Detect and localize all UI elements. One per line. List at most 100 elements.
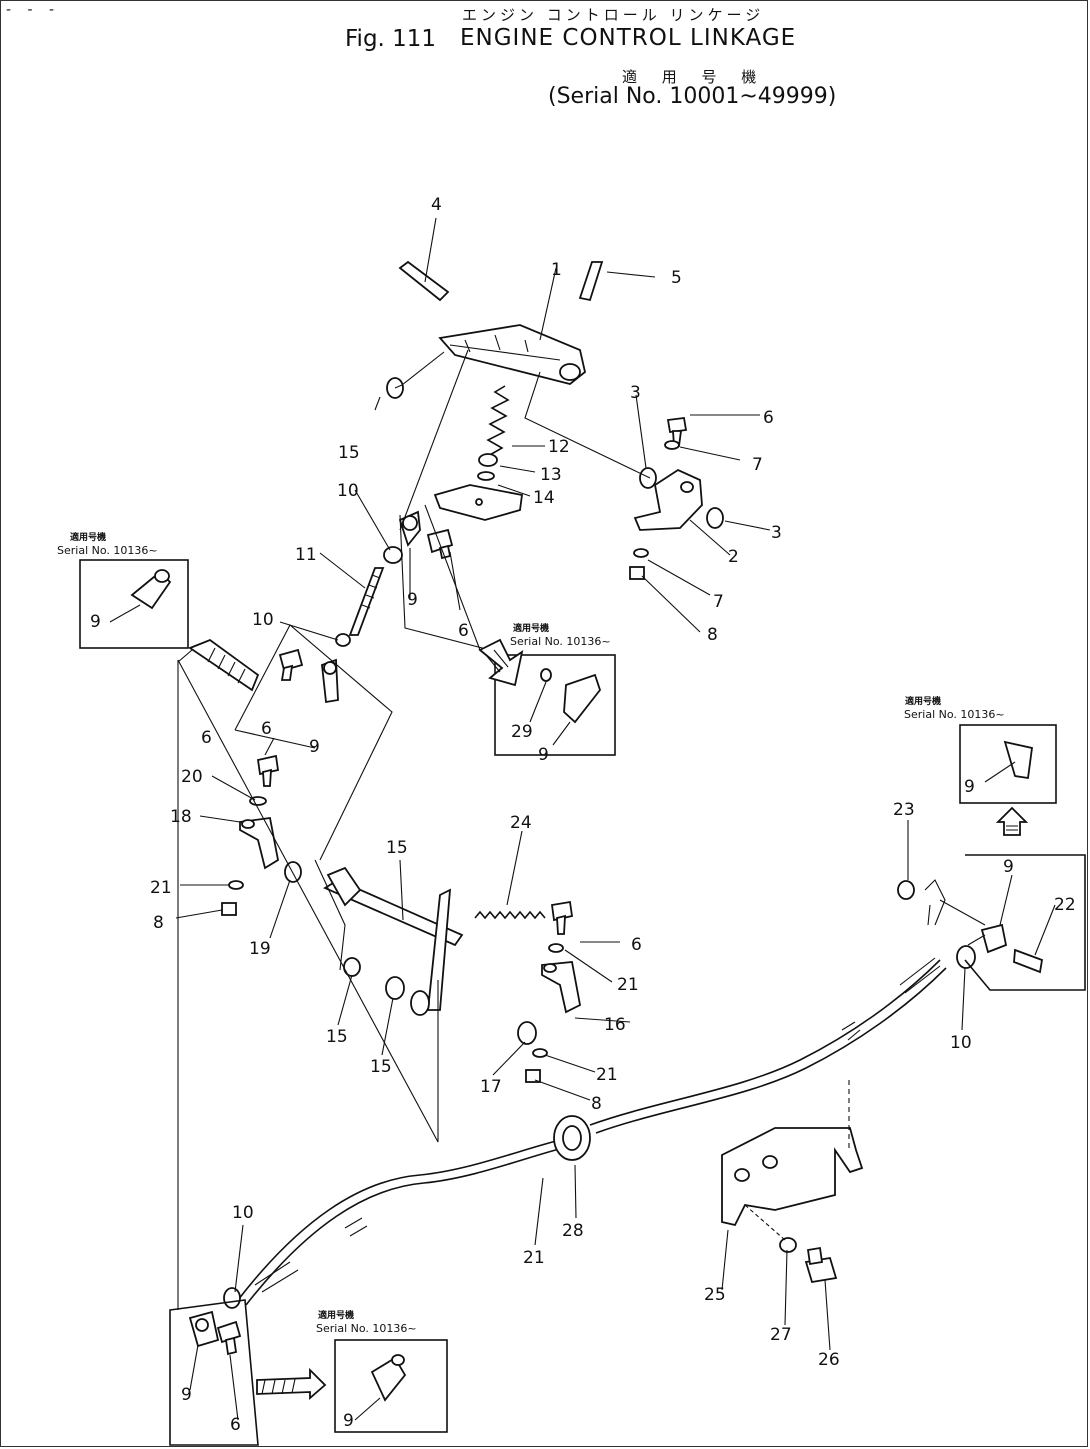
callout-number: 3 bbox=[630, 383, 641, 403]
inset-note-jp-mid: 適用号機 bbox=[513, 622, 549, 634]
bolt-23 bbox=[1013, 948, 1044, 974]
callout-number: 15 bbox=[338, 443, 360, 463]
callout-number: 18 bbox=[170, 807, 192, 827]
washer-14 bbox=[477, 471, 495, 481]
callout-number: 10 bbox=[950, 1033, 972, 1053]
bolt-6-upper bbox=[426, 528, 454, 560]
bracket-26 bbox=[721, 1127, 864, 1227]
callout-number: 6 bbox=[201, 728, 212, 748]
pedal-lever-1 bbox=[438, 324, 587, 385]
rod-end-9-mid bbox=[321, 658, 339, 704]
plate-14 bbox=[433, 484, 524, 521]
bolt-6-left bbox=[256, 754, 280, 787]
inset-note-jp-lower: 適用号機 bbox=[318, 1309, 354, 1321]
serial-range: (Serial No. 10001~49999) bbox=[548, 84, 837, 109]
callout-number: 6 bbox=[458, 621, 469, 641]
nut-8-left bbox=[221, 902, 237, 916]
callout-number: 2 bbox=[728, 547, 739, 567]
inset-note-jp-left: 適用号機 bbox=[70, 531, 106, 543]
callout-number: 21 bbox=[523, 1248, 545, 1268]
callout-number: 4 bbox=[431, 195, 442, 215]
arrow-right bbox=[256, 1367, 327, 1400]
callout-number: 9 bbox=[343, 1411, 354, 1431]
callout-number: 5 bbox=[671, 268, 682, 288]
callout-number: 17 bbox=[480, 1077, 502, 1097]
inset-box-left bbox=[79, 559, 189, 649]
figure-number: Fig. 111 bbox=[345, 26, 437, 52]
callout-number: 10 bbox=[252, 610, 274, 630]
nut-10-b bbox=[335, 633, 351, 647]
callout-number: 24 bbox=[510, 813, 532, 833]
nut-8-top bbox=[629, 566, 645, 580]
inset-box-mid bbox=[494, 654, 616, 756]
inset-box-lower-left bbox=[169, 1299, 259, 1446]
washer-28 bbox=[779, 1237, 797, 1253]
rod-end-9-upper bbox=[398, 510, 421, 547]
nut-8-right bbox=[525, 1069, 541, 1083]
rod-11 bbox=[348, 567, 385, 636]
spring-12 bbox=[486, 385, 510, 457]
spring-25 bbox=[474, 910, 546, 920]
callout-number: 6 bbox=[230, 1415, 241, 1435]
callout-number: 11 bbox=[295, 545, 317, 565]
bolt-6-right bbox=[550, 900, 574, 935]
washer-21-b bbox=[228, 880, 244, 890]
callout-number: 27 bbox=[770, 1325, 792, 1345]
bracket-2 bbox=[633, 468, 703, 531]
bushing-20 bbox=[284, 861, 302, 883]
callout-number: 8 bbox=[153, 913, 164, 933]
nut-15-mid-b bbox=[385, 976, 405, 1000]
inset-note-serial-lower: Serial No. 10136~ bbox=[316, 1322, 417, 1335]
callout-number: 8 bbox=[591, 1094, 602, 1114]
inset-box-right bbox=[964, 854, 1086, 991]
bolt-long-left bbox=[188, 638, 260, 692]
callout-number: 12 bbox=[548, 437, 570, 457]
bolt-27 bbox=[804, 1246, 838, 1284]
callout-number: 26 bbox=[818, 1350, 840, 1370]
page-title: ENGINE CONTROL LINKAGE bbox=[460, 25, 797, 51]
bolt-6-lower bbox=[216, 1320, 242, 1356]
inset-note-serial-right: Serial No. 10136~ bbox=[904, 708, 1005, 721]
corner-mark: - - - bbox=[6, 2, 61, 18]
callout-number: 6 bbox=[631, 935, 642, 955]
callout-number: 1 bbox=[551, 260, 562, 280]
nut-10-d bbox=[223, 1287, 241, 1309]
callout-number: 28 bbox=[562, 1221, 584, 1241]
callout-number: 15 bbox=[370, 1057, 392, 1077]
arrow-down-right bbox=[478, 638, 524, 687]
callout-number: 9 bbox=[538, 745, 549, 765]
nut-24 bbox=[897, 880, 915, 900]
rod-end-9-right bbox=[980, 923, 1008, 954]
leader-lines bbox=[175, 217, 1056, 1421]
grommet-29 bbox=[553, 1115, 591, 1161]
washer-7-a bbox=[664, 440, 680, 450]
callout-number: 21 bbox=[596, 1065, 618, 1085]
pin-5 bbox=[578, 261, 604, 302]
callout-number: 15 bbox=[386, 838, 408, 858]
callout-number: 29 bbox=[511, 722, 533, 742]
shaft-16 bbox=[323, 866, 464, 1016]
pin-4 bbox=[398, 260, 450, 302]
callout-number: 10 bbox=[337, 481, 359, 501]
clip-right bbox=[924, 879, 946, 926]
callout-number: 13 bbox=[540, 465, 562, 485]
lever-17 bbox=[541, 961, 582, 1014]
callout-number: 6 bbox=[261, 719, 272, 739]
callout-number: 19 bbox=[249, 939, 271, 959]
washer-21-c bbox=[548, 943, 564, 953]
callout-number: 14 bbox=[533, 488, 555, 508]
callout-number: 9 bbox=[90, 612, 101, 632]
callout-number: 16 bbox=[604, 1015, 626, 1035]
inset-note-serial-mid: Serial No. 10136~ bbox=[510, 635, 611, 648]
nut-13 bbox=[478, 453, 498, 467]
callout-number: 9 bbox=[407, 590, 418, 610]
inset-note-jp-right: 適用号機 bbox=[905, 695, 941, 707]
bolt-6-mid bbox=[278, 648, 304, 681]
callout-number: 9 bbox=[1003, 857, 1014, 877]
title-japanese: エンジン コントロール リンケージ bbox=[462, 6, 765, 24]
callout-number: 3 bbox=[771, 523, 782, 543]
inset-note-serial-left: Serial No. 10136~ bbox=[57, 544, 158, 557]
bushing-3-b bbox=[706, 507, 724, 529]
